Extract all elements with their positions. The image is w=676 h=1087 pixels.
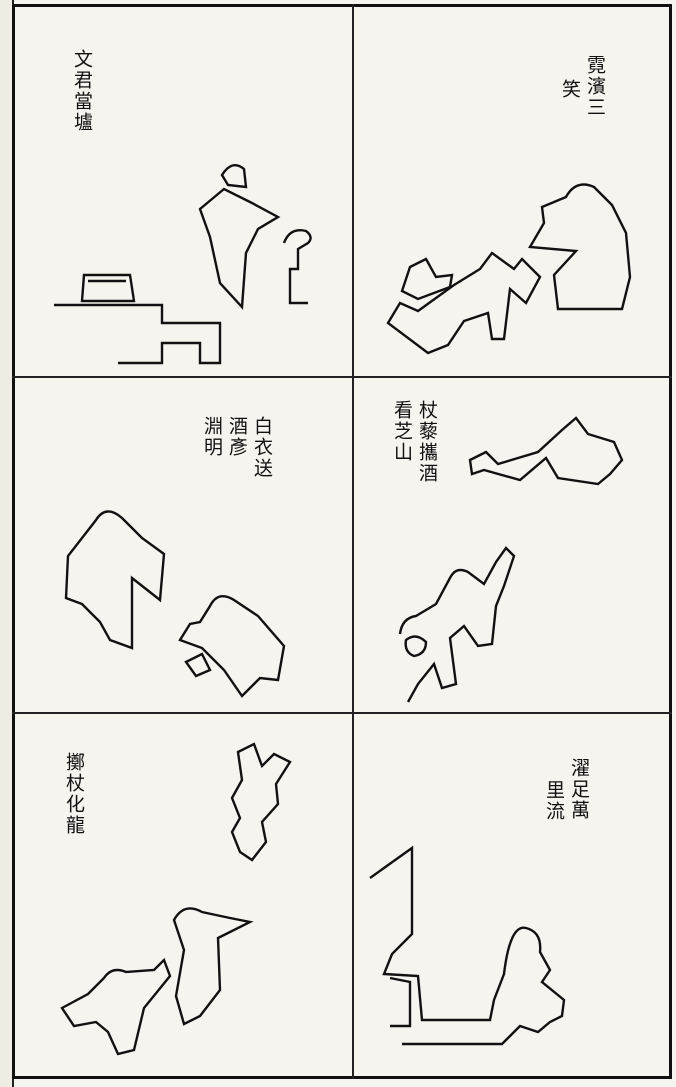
panel-4-caption-col-1: 杖藜攜酒: [416, 400, 438, 484]
panel-5-caption-col-1: 擲杖化龍: [63, 752, 85, 836]
monk-figure: [528, 183, 632, 311]
panel-5-tangram-figure: [60, 742, 292, 1056]
child-figure: [282, 229, 312, 305]
panel-3: 白衣送 酒彥 淵明: [14, 378, 352, 712]
rock-shape: [389, 976, 412, 1028]
panel-6-caption-col-2: 里流: [543, 780, 565, 822]
panel-5: 擲杖化龍: [14, 714, 352, 1079]
panel-6: 濯足萬 里流: [354, 714, 672, 1079]
jar-shape: [80, 273, 136, 303]
table-shape: [54, 303, 222, 365]
panel-6-caption-col-1: 濯足萬: [568, 758, 590, 821]
row-divider-1: [12, 376, 672, 378]
wine-gourd: [404, 635, 428, 658]
figure-head: [220, 163, 248, 189]
cloud-figure: [468, 416, 624, 486]
panel-4-tangram-figure: [398, 416, 624, 703]
standing-figure: [64, 510, 166, 650]
panel-5-caption: 擲杖化龍: [63, 752, 85, 836]
panel-1: 文君當壚: [14, 7, 352, 376]
panel-4-caption: 杖藜攜酒 看芝山: [391, 400, 438, 484]
panel-1-caption: 文君當壚: [71, 49, 93, 133]
panel-3-tangram-figure: [64, 510, 286, 698]
panel-2-caption: 霓濱三 笑: [559, 55, 606, 118]
center-divider: [352, 4, 354, 1079]
panel-1-tangram-figure: [54, 163, 312, 365]
page-border: [12, 4, 672, 1079]
panel-3-caption-col-1: 白衣送: [251, 416, 273, 479]
panel-3-caption-col-2: 酒彥: [226, 416, 248, 458]
panel-4: 杖藜攜酒 看芝山: [354, 378, 672, 712]
animal-head: [400, 257, 454, 301]
figure-body: [198, 187, 281, 310]
hermit-figure: [398, 546, 516, 703]
panel-2-tangram-figure: [386, 183, 632, 355]
panel-3-caption: 白衣送 酒彥 淵明: [201, 416, 273, 479]
panel-6-tangram-figure: [369, 845, 566, 1046]
panel-2: 霓濱三 笑: [354, 7, 672, 376]
robed-figure: [172, 907, 254, 1026]
row-divider-2: [12, 712, 672, 714]
dragon-figure: [230, 742, 292, 862]
bather-figure: [369, 845, 566, 1046]
kneeling-figure: [178, 594, 286, 698]
panel-6-caption: 濯足萬 里流: [543, 758, 590, 822]
panel-3-caption-col-3: 淵明: [201, 416, 223, 458]
beast-figure: [386, 251, 542, 355]
panel-1-caption-col-1: 文君當壚: [71, 49, 93, 133]
panel-2-caption-col-2: 笑: [559, 79, 581, 100]
panel-2-caption-col-1: 霓濱三: [584, 55, 606, 118]
fallen-figure: [60, 957, 172, 1056]
panel-4-caption-col-2: 看芝山: [391, 400, 413, 463]
